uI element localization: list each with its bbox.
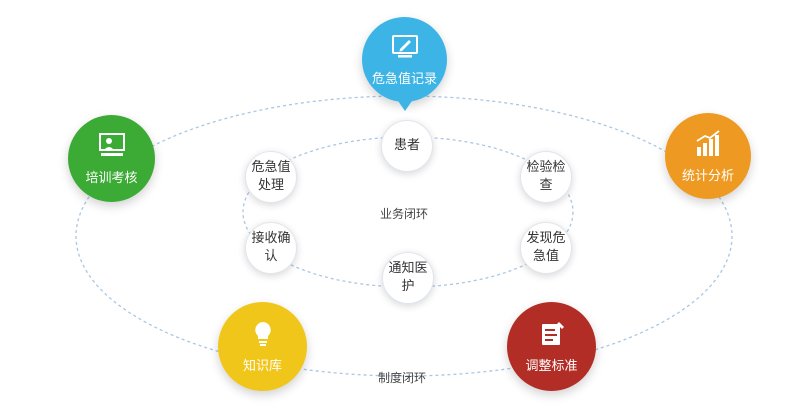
- node-critical-record[interactable]: 危急值记录: [362, 17, 447, 102]
- node-label: 调整标准: [525, 359, 578, 374]
- pointer-arrow: [396, 98, 414, 111]
- node-receive[interactable]: 接收确认: [245, 222, 297, 274]
- node-handle[interactable]: 危急值处理: [245, 151, 297, 203]
- node-inspect[interactable]: 检验检查: [520, 151, 572, 203]
- node-label: 通知医护: [388, 261, 428, 294]
- node-label: 知识库: [242, 359, 282, 374]
- node-label: 培训考核: [85, 171, 138, 186]
- node-label: 危急值处理: [251, 160, 291, 193]
- monitor-pen-icon: [391, 35, 418, 58]
- inner-loop-ring: [242, 136, 574, 288]
- node-adjust[interactable]: 调整标准: [507, 302, 596, 391]
- bar-chart-icon: [696, 129, 720, 156]
- node-patient[interactable]: 患者: [381, 120, 433, 172]
- node-label: 统计分析: [681, 168, 734, 184]
- document-edit-icon: [541, 322, 564, 345]
- node-label: 危急值记录: [371, 72, 437, 87]
- node-knowledge[interactable]: 知识库: [218, 302, 307, 391]
- presentation-board-icon: [98, 133, 125, 156]
- node-label: 患者: [393, 138, 420, 153]
- outer-loop-label: 制度闭环: [378, 371, 427, 385]
- node-discover[interactable]: 发现危急值: [520, 222, 572, 274]
- node-label: 检验检查: [526, 160, 566, 193]
- node-training[interactable]: 培训考核: [68, 115, 155, 202]
- node-label: 发现危急值: [526, 231, 566, 264]
- node-label: 接收确认: [251, 231, 291, 264]
- inner-loop-label: 业务闭环: [380, 207, 429, 221]
- lightbulb-icon: [254, 322, 271, 346]
- node-notify[interactable]: 通知医护: [382, 252, 434, 304]
- node-statistics[interactable]: 统计分析: [665, 113, 751, 199]
